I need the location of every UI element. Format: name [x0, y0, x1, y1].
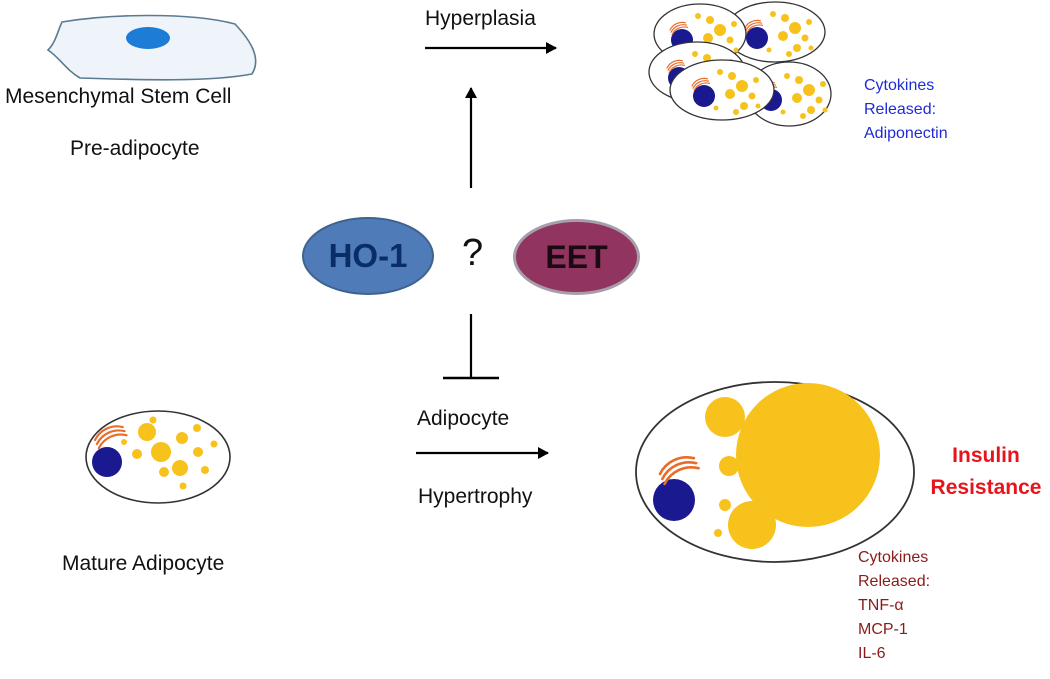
mesenchymal-stem-cell-icon — [46, 14, 257, 81]
cytokines-bottom-line: Released: — [858, 573, 931, 590]
inhibition-bar — [443, 314, 499, 380]
eet-label: EET — [545, 238, 608, 275]
hypertrophy-label: Hypertrophy — [418, 485, 533, 508]
mature-adipocyte-label: Mature Adipocyte — [62, 552, 225, 575]
cytokines-top-line: Released: — [864, 101, 937, 118]
cytokines-bottom-line: IL-6 — [858, 645, 886, 662]
insulin-resistance-text: Insulin Resistance — [918, 440, 1050, 504]
adipocyte-label: Adipocyte — [417, 407, 510, 430]
cytokines-bottom-line: TNF-α — [858, 597, 904, 614]
hypertrophic-adipocyte-icon — [635, 381, 915, 563]
cytokines-bottom-line: MCP-1 — [858, 621, 908, 638]
cytokines-top-text: Cytokines Released: Adiponectin — [864, 74, 948, 146]
ho1-node: HO-1 — [302, 217, 434, 295]
cytokines-bottom-line: Cytokines — [858, 549, 929, 566]
hyperplasia-label: Hyperplasia — [425, 7, 536, 30]
insulin-resistance-line: Resistance — [930, 476, 1042, 499]
eet-node: EET — [513, 219, 640, 295]
insulin-resistance-line: Insulin — [952, 444, 1020, 467]
question-mark: ? — [462, 232, 484, 274]
cytokines-top-line: Cytokines — [864, 77, 935, 94]
mesenchymal-stem-cell-label: Mesenchymal Stem Cell — [5, 85, 232, 108]
ho1-label: HO-1 — [328, 237, 408, 274]
pre-adipocyte-label: Pre-adipocyte — [70, 137, 200, 160]
mature-adipocyte-icon — [85, 410, 231, 504]
cytokines-top-line: Adiponectin — [864, 125, 948, 142]
adipocyte-cluster-icon — [648, 1, 832, 127]
cytokines-bottom-text: Cytokines Released: TNF-α MCP-1 IL-6 — [858, 546, 930, 666]
